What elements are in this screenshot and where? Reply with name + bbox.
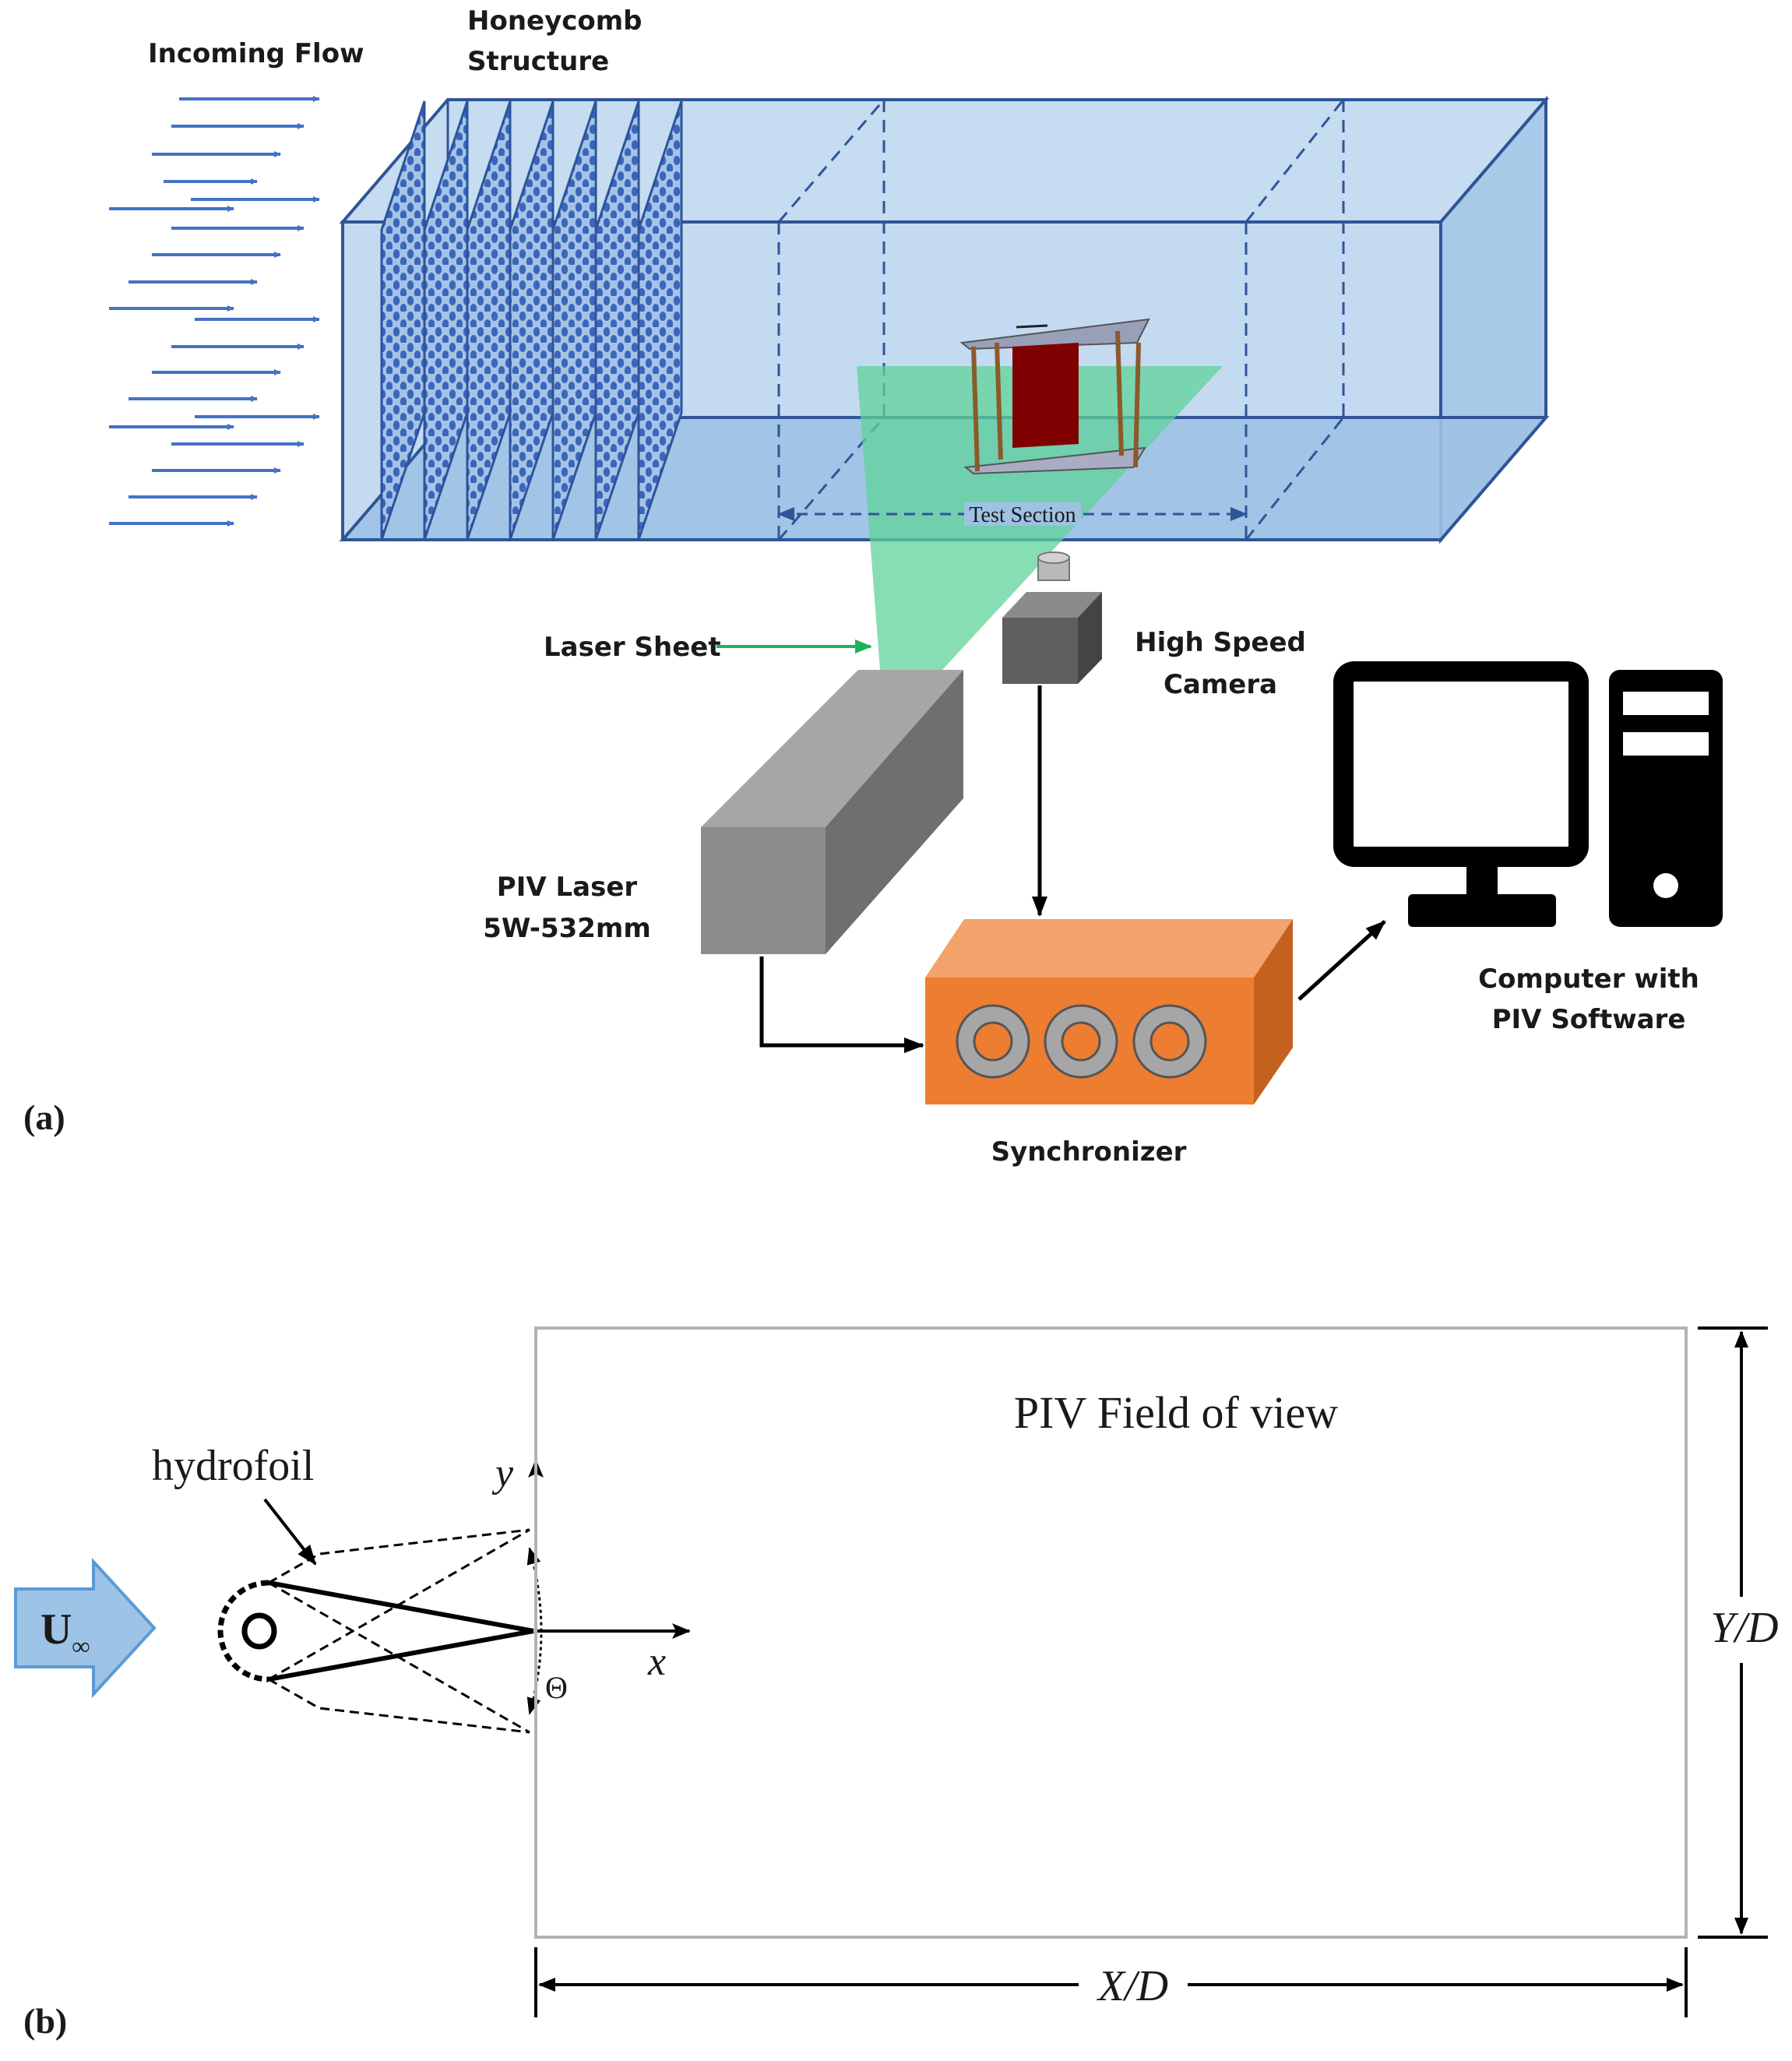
hydrofoil-lower-surface <box>268 1629 534 1682</box>
pitch-angle-label: Θ <box>545 1670 568 1705</box>
bottom-plate <box>963 446 1146 475</box>
synchronizer <box>925 919 1293 1104</box>
laser-label-line1: PIV Laser <box>497 872 638 903</box>
freestream-symbol: U <box>40 1605 72 1654</box>
panel-a-label: (a) <box>23 1097 65 1137</box>
synchronizer-port <box>956 1004 1030 1079</box>
incoming-flow-label: Incoming Flow <box>148 38 364 69</box>
camera-label-line1: High Speed <box>1135 627 1306 658</box>
computer-label-line1: Computer with <box>1478 964 1699 995</box>
laser-sheet-label: Laser Sheet <box>544 632 721 663</box>
hydrofoil-leading-edge <box>217 1580 269 1682</box>
honeycomb-screen <box>423 100 469 541</box>
synchronizer-port <box>1132 1004 1207 1079</box>
laser-label-line2: 5W-532mm <box>483 913 651 944</box>
hydrofoil-pointer <box>263 1498 317 1566</box>
camera-label-line2: Camera <box>1164 669 1277 700</box>
high-speed-camera <box>1002 551 1102 684</box>
pivot-circle <box>241 1612 277 1650</box>
width-dim-label: X/D <box>1097 1962 1168 2010</box>
honeycomb-screen <box>466 100 512 541</box>
panel-b-label: (b) <box>23 2001 67 2041</box>
freestream-label: U∞ <box>40 1605 90 1660</box>
connections <box>759 685 1386 1053</box>
freestream-subscript: ∞ <box>72 1632 90 1660</box>
y-axis-label: y <box>491 1451 514 1496</box>
model-plate <box>1012 343 1079 448</box>
honeycomb-screen <box>509 100 554 541</box>
incoming-flow-arrows <box>109 96 320 527</box>
hydrofoil-upper-surface <box>268 1580 534 1633</box>
piv-field-of-view <box>534 1326 1688 1939</box>
piv-laser <box>701 670 963 954</box>
monitor <box>1333 661 1589 867</box>
honeycomb-label-line1: Honeycomb <box>467 5 643 37</box>
field-of-view-label: PIV Field of view <box>1014 1387 1338 1438</box>
hydrofoil-label: hydrofoil <box>152 1442 314 1490</box>
laser-to-sync-arrow <box>759 957 924 1053</box>
honeycomb-structure <box>380 100 683 541</box>
honeycomb-screen <box>637 100 683 541</box>
computer-icon <box>1333 661 1723 927</box>
test-model <box>959 318 1150 475</box>
test-section-label: Test Section <box>969 503 1076 527</box>
support-rods <box>971 330 1141 472</box>
computer-label-line2: PIV Software <box>1492 1004 1686 1035</box>
honeycomb-label-line2: Structure <box>467 46 609 77</box>
synchronizer-port <box>1044 1004 1118 1079</box>
sync-to-computer-arrow <box>1297 920 1386 1001</box>
test-section-label-bg <box>964 502 1081 526</box>
synchronizer-label: Synchronizer <box>991 1136 1187 1168</box>
honeycomb-screen <box>380 100 426 541</box>
honeycomb-screen <box>551 100 597 541</box>
hydrofoil-swept-positions <box>268 1528 530 1734</box>
x-axis-label: x <box>647 1640 666 1684</box>
freestream-arrow <box>14 1557 157 1699</box>
height-dim-label: Y/D <box>1710 1604 1778 1652</box>
hydrofoil-diagram <box>217 1528 543 1734</box>
